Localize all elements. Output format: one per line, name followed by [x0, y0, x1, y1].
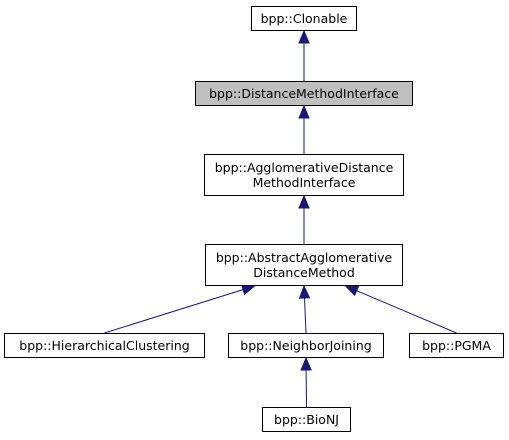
node-label: bpp::Clonable — [260, 11, 348, 26]
node-label: bpp::HierarchicalClustering — [19, 338, 190, 353]
node-label: bpp::AbstractAgglomerative DistanceMetho… — [215, 250, 393, 280]
node-clonable[interactable]: bpp::Clonable — [251, 6, 357, 31]
edge-arrowhead — [300, 356, 312, 371]
node-bionj[interactable]: bpp::BioNJ — [262, 407, 351, 432]
node-neighbor-joining[interactable]: bpp::NeighborJoining — [228, 333, 384, 358]
node-agglomerative-distance-method-interface[interactable]: bpp::AgglomerativeDistance MethodInterfa… — [204, 154, 404, 196]
edge-line — [304, 297, 307, 334]
node-distance-method-interface: bpp::DistanceMethodInterface — [195, 81, 413, 106]
edge-arrowhead — [298, 284, 311, 299]
edge-line — [356, 290, 457, 334]
edge-arrowhead — [344, 285, 360, 297]
node-label: bpp::AgglomerativeDistance MethodInterfa… — [214, 160, 394, 190]
node-label: bpp::PGMA — [422, 338, 491, 353]
edge-arrowhead — [298, 104, 310, 119]
node-label: bpp::DistanceMethodInterface — [209, 86, 399, 101]
node-label: bpp::NeighborJoining — [240, 338, 372, 353]
edge-arrowhead — [240, 284, 256, 296]
edge-arrowhead — [298, 194, 310, 209]
node-hierarchical-clustering[interactable]: bpp::HierarchicalClustering — [4, 333, 205, 358]
edge-line — [104, 289, 244, 334]
node-abstract-agglomerative-distance-method[interactable]: bpp::AbstractAgglomerative DistanceMetho… — [205, 244, 403, 286]
node-label: bpp::BioNJ — [274, 412, 339, 427]
edge-arrowhead — [298, 29, 310, 44]
node-pgma[interactable]: bpp::PGMA — [409, 333, 504, 358]
